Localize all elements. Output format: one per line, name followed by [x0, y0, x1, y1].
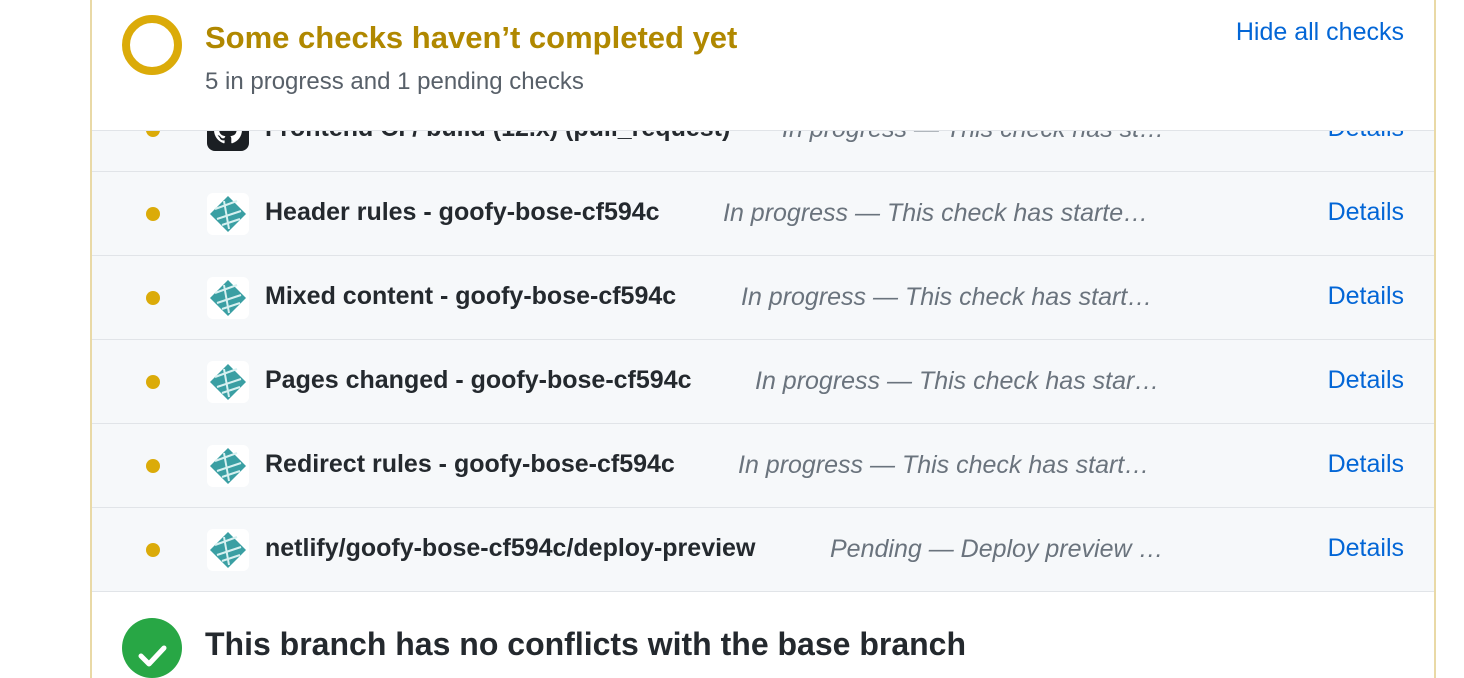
check-description: In progress — This check has start… [741, 283, 1153, 311]
check-description: In progress — This check has star… [755, 367, 1160, 395]
success-check-icon [122, 618, 182, 678]
check-details-link[interactable]: Details [1327, 366, 1404, 394]
pending-dot-icon [146, 207, 160, 221]
pending-dot-icon [146, 375, 160, 389]
check-row: Pages changed - goofy-bose-cf594c In pro… [92, 340, 1434, 424]
check-name: Redirect rules - goofy-bose-cf594c [265, 450, 675, 478]
check-details-link[interactable]: Details [1327, 534, 1404, 562]
checks-panel: Some checks haven’t completed yet 5 in p… [90, 0, 1436, 678]
check-name: Pages changed - goofy-bose-cf594c [265, 366, 692, 394]
check-name: Header rules - goofy-bose-cf594c [265, 198, 660, 226]
status-title: Some checks haven’t completed yet [205, 20, 738, 55]
merge-status-title: This branch has no conflicts with the ba… [205, 626, 967, 662]
check-row: Redirect rules - goofy-bose-cf594c In pr… [92, 424, 1434, 508]
hide-all-checks-link[interactable]: Hide all checks [1235, 18, 1404, 46]
check-details-link[interactable]: Details [1327, 282, 1404, 310]
check-name: Mixed content - goofy-bose-cf594c [265, 282, 677, 310]
check-description: In progress — This check has starte… [723, 199, 1149, 227]
netlify-icon [207, 277, 249, 319]
check-description: In progress — This check has start… [738, 451, 1150, 479]
check-row: Mixed content - goofy-bose-cf594c In pro… [92, 256, 1434, 340]
check-row: Header rules - goofy-bose-cf594c In prog… [92, 172, 1434, 256]
netlify-icon [207, 361, 249, 403]
pending-dot-icon [146, 459, 160, 473]
check-name: netlify/goofy-bose-cf594c/deploy-preview [265, 534, 756, 562]
netlify-icon [207, 193, 249, 235]
check-details-link[interactable]: Details [1327, 198, 1404, 226]
checks-status-header: Some checks haven’t completed yet 5 in p… [92, 0, 1434, 131]
status-subtitle: 5 in progress and 1 pending checks [205, 68, 584, 95]
netlify-icon [207, 529, 249, 571]
merge-status-section: This branch has no conflicts with the ba… [92, 592, 1434, 678]
checks-list: Frontend CI / build (12.x) (pull_request… [92, 88, 1434, 592]
pending-status-icon [122, 15, 182, 75]
pending-dot-icon [146, 291, 160, 305]
check-row: netlify/goofy-bose-cf594c/deploy-preview… [92, 508, 1434, 592]
pending-dot-icon [146, 543, 160, 557]
check-description: Pending — Deploy preview … [830, 535, 1164, 563]
check-details-link[interactable]: Details [1327, 450, 1404, 478]
netlify-icon [207, 445, 249, 487]
